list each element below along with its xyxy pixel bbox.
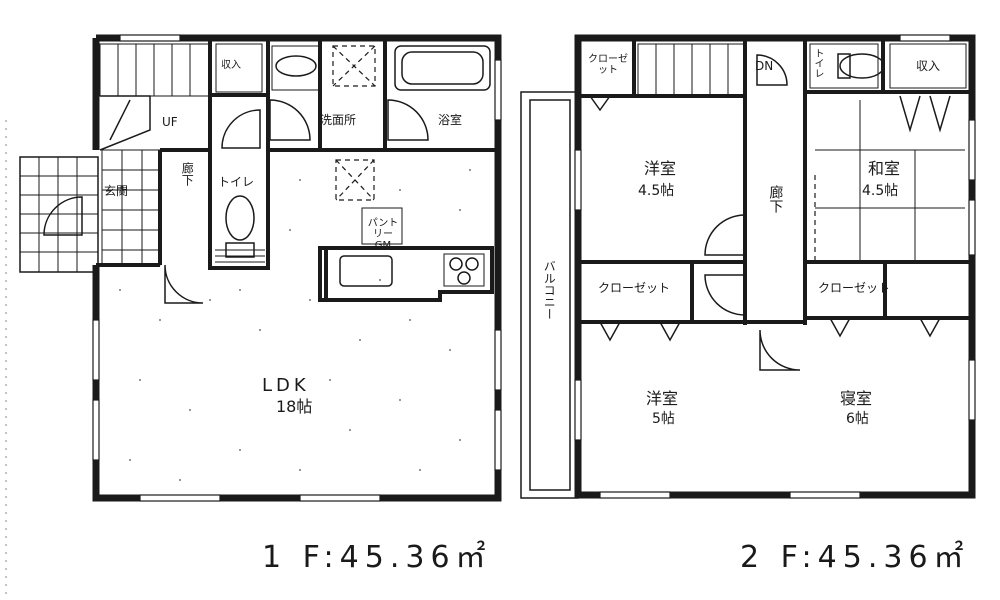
floor1-area-caption: 1 F:45.36㎡	[262, 540, 492, 575]
f1-storage-label: 収入	[221, 60, 241, 71]
f2-hall-label: 廊下	[767, 185, 784, 213]
f2-closet-left-label: クローゼット	[598, 281, 671, 295]
f1-uf-label: UF	[162, 115, 178, 129]
f2-japanese-label: 和室	[868, 159, 901, 178]
floor1-plan	[19, 34, 502, 502]
f1-ldk-label: LDK	[262, 375, 310, 396]
f2-master-size: 6帖	[846, 411, 869, 427]
f2-closet-right-label: クローゼット	[818, 281, 891, 295]
f1-ldk-size: 18帖	[276, 397, 313, 416]
f2-western2-label: 洋室	[646, 389, 679, 408]
f2-japanese-size: 4.5帖	[862, 183, 899, 199]
f2-western2-size: 5帖	[652, 411, 675, 427]
f1-hall-label: 廊下	[180, 162, 195, 186]
f2-closet-top-label: クローゼット	[588, 54, 628, 76]
floor2-area-caption: 2 F:45.36㎡	[740, 540, 970, 575]
f2-western1-size: 4.5帖	[638, 183, 675, 199]
ldk-floor-texture	[119, 169, 471, 481]
f1-bath-label: 浴室	[438, 113, 463, 127]
f1-pantry-label: パントリー GM	[367, 218, 399, 251]
f1-toilet-label: トイレ	[218, 175, 255, 189]
f2-toilet-label: トイレ	[812, 48, 823, 78]
f2-dn-label: DN	[755, 59, 774, 73]
stairs-floor1	[99, 43, 211, 151]
f2-master-label: 寝室	[840, 389, 873, 408]
f2-balcony-label: バルコニー	[542, 260, 557, 320]
f2-western1-label: 洋室	[644, 159, 677, 178]
porch-tiles	[19, 156, 99, 273]
f1-washroom-label: 洗面所	[320, 113, 357, 127]
stairs-floor2	[637, 43, 746, 97]
f2-storage-label: 収入	[916, 59, 941, 73]
floor2-plan	[520, 34, 976, 499]
f1-entrance-label: 玄関	[104, 184, 129, 198]
